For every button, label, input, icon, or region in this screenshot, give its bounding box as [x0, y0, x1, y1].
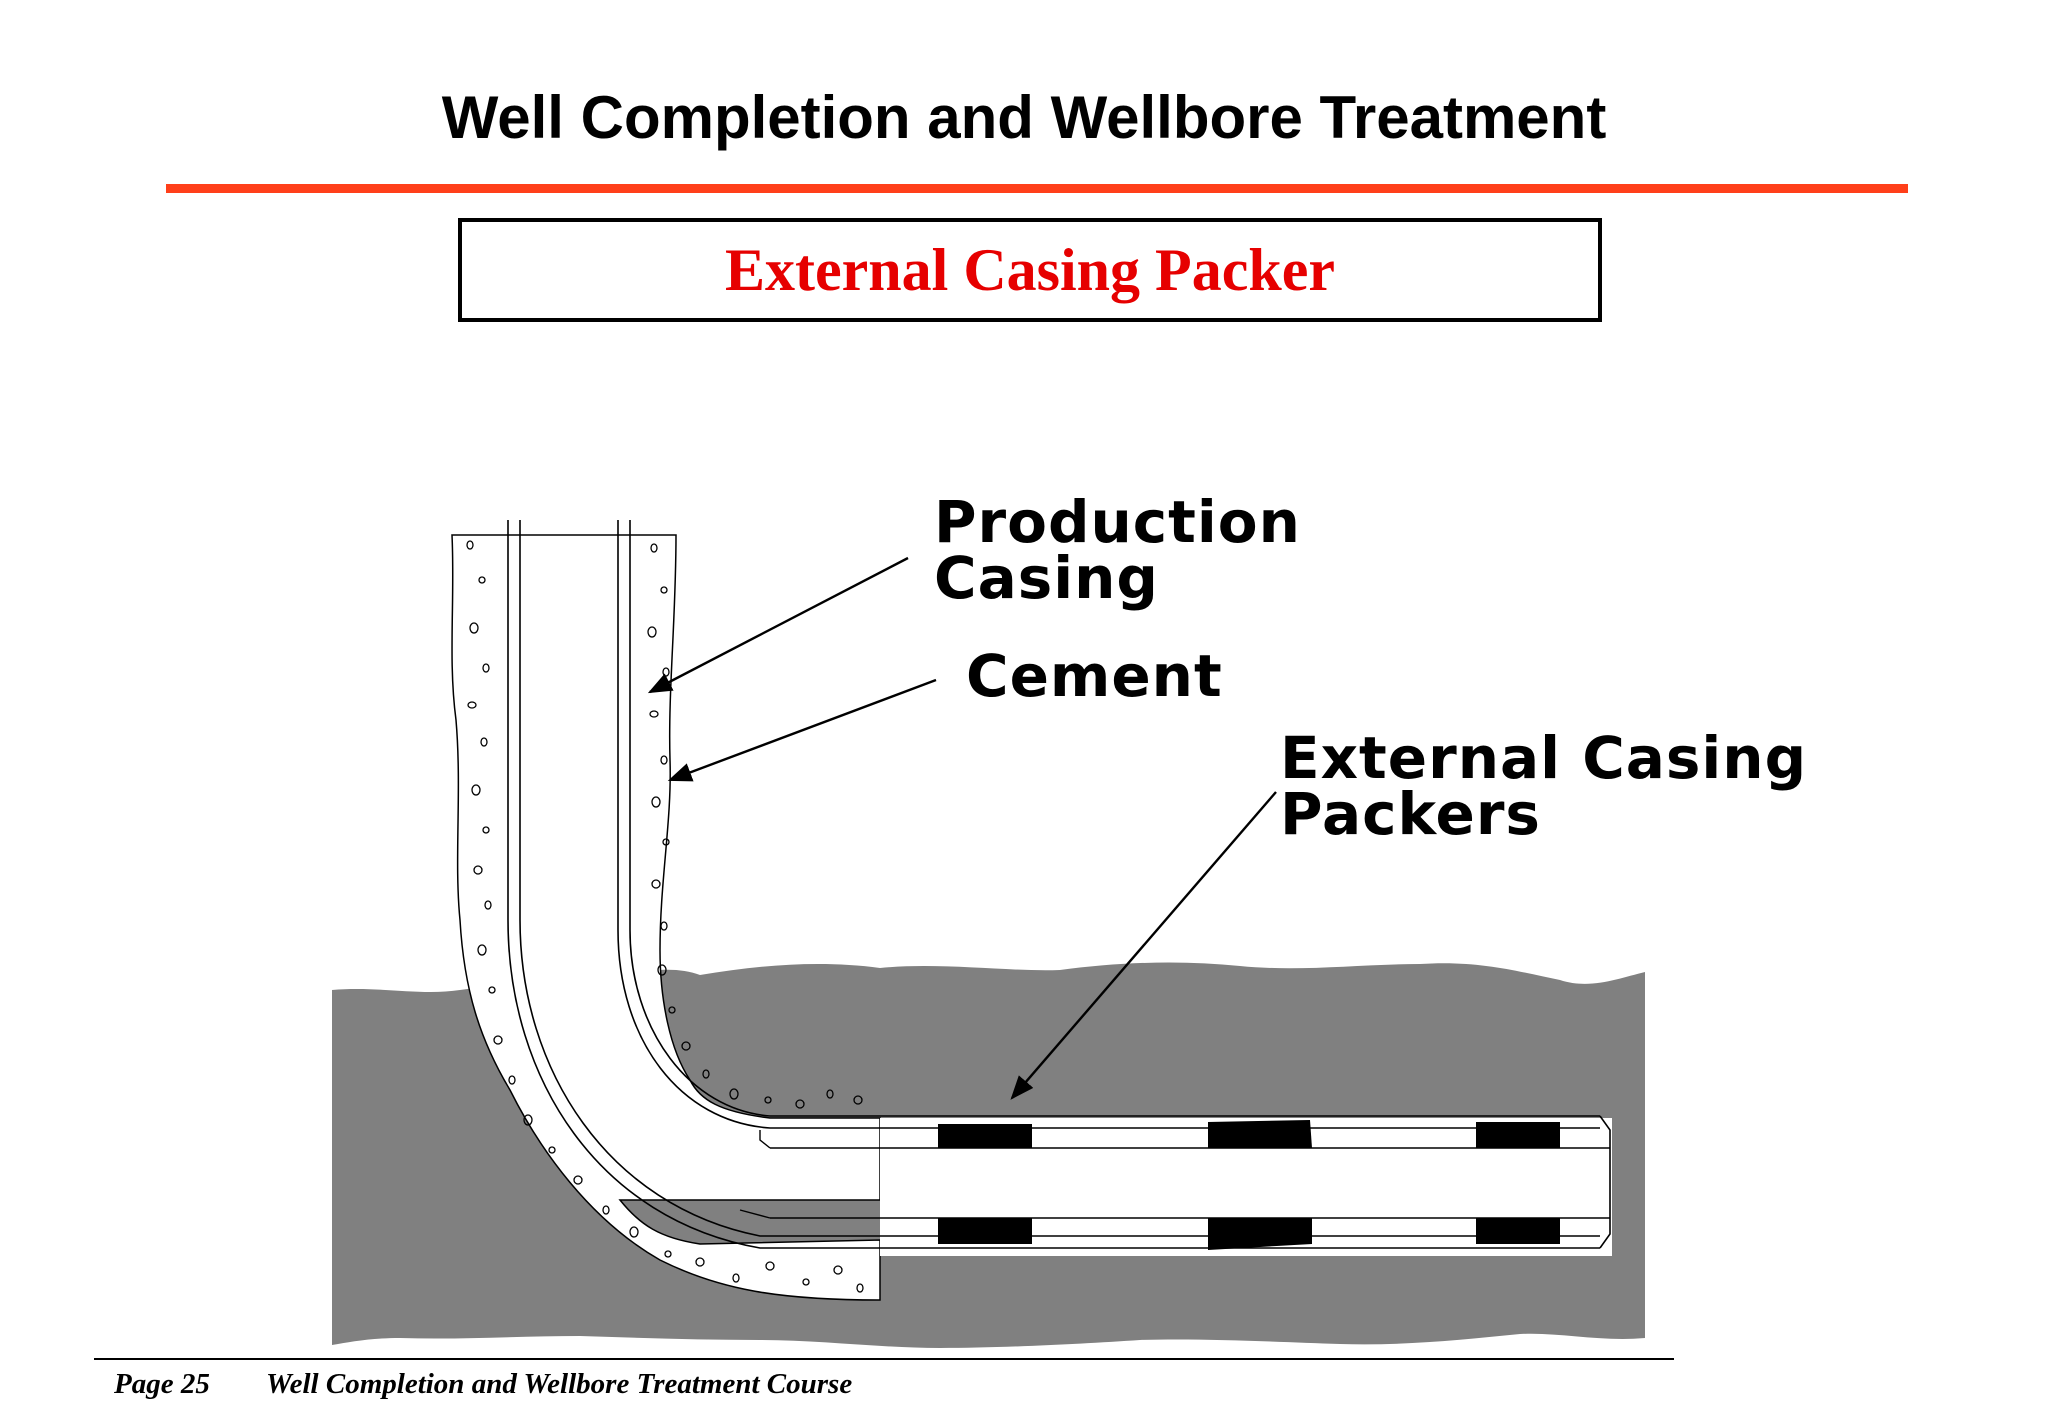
production-casing — [507, 520, 1611, 1249]
arrow-cement — [667, 678, 937, 782]
cement-speckles — [466, 540, 864, 1293]
footer-divider — [94, 1358, 1674, 1360]
open-hole — [880, 1118, 1612, 1256]
footer-page-number: Page 25 — [114, 1368, 210, 1400]
cement-annulus — [451, 534, 881, 1301]
packer-upper-1 — [938, 1124, 1032, 1148]
packer-lower-3 — [1476, 1218, 1560, 1244]
packer-upper-3 — [1476, 1122, 1560, 1148]
subtitle-text: External Casing Packer — [725, 237, 1335, 303]
external-casing-packers — [938, 1120, 1560, 1250]
packers-label: External Casing Packers — [1280, 724, 1808, 848]
callout-arrows — [647, 556, 1277, 1100]
packer-lower-1 — [938, 1218, 1032, 1244]
cement-label: Cement — [966, 642, 1223, 710]
arrow-packers — [1010, 791, 1277, 1100]
production-casing-label: Production Casing — [934, 488, 1301, 612]
packers-label-line2: Packers — [1280, 780, 1541, 848]
footer-course-title: Well Completion and Wellbore Treatment C… — [266, 1368, 853, 1400]
arrow-production-casing — [647, 556, 909, 694]
subtitle-box: External Casing Packer — [458, 218, 1602, 322]
production-casing-label-line2: Casing — [934, 544, 1159, 612]
packer-upper-2 — [1208, 1120, 1312, 1148]
cement-label-line1: Cement — [966, 642, 1223, 710]
footer: Page 25 Well Completion and Wellbore Trea… — [114, 1366, 852, 1402]
packer-lower-2 — [1208, 1218, 1312, 1250]
casing-inner — [739, 1130, 1610, 1219]
production-casing-label-line1: Production — [934, 488, 1301, 556]
title-divider — [166, 184, 1908, 193]
page-title: Well Completion and Wellbore Treatment — [441, 84, 1607, 151]
packers-label-line1: External Casing — [1280, 724, 1808, 792]
